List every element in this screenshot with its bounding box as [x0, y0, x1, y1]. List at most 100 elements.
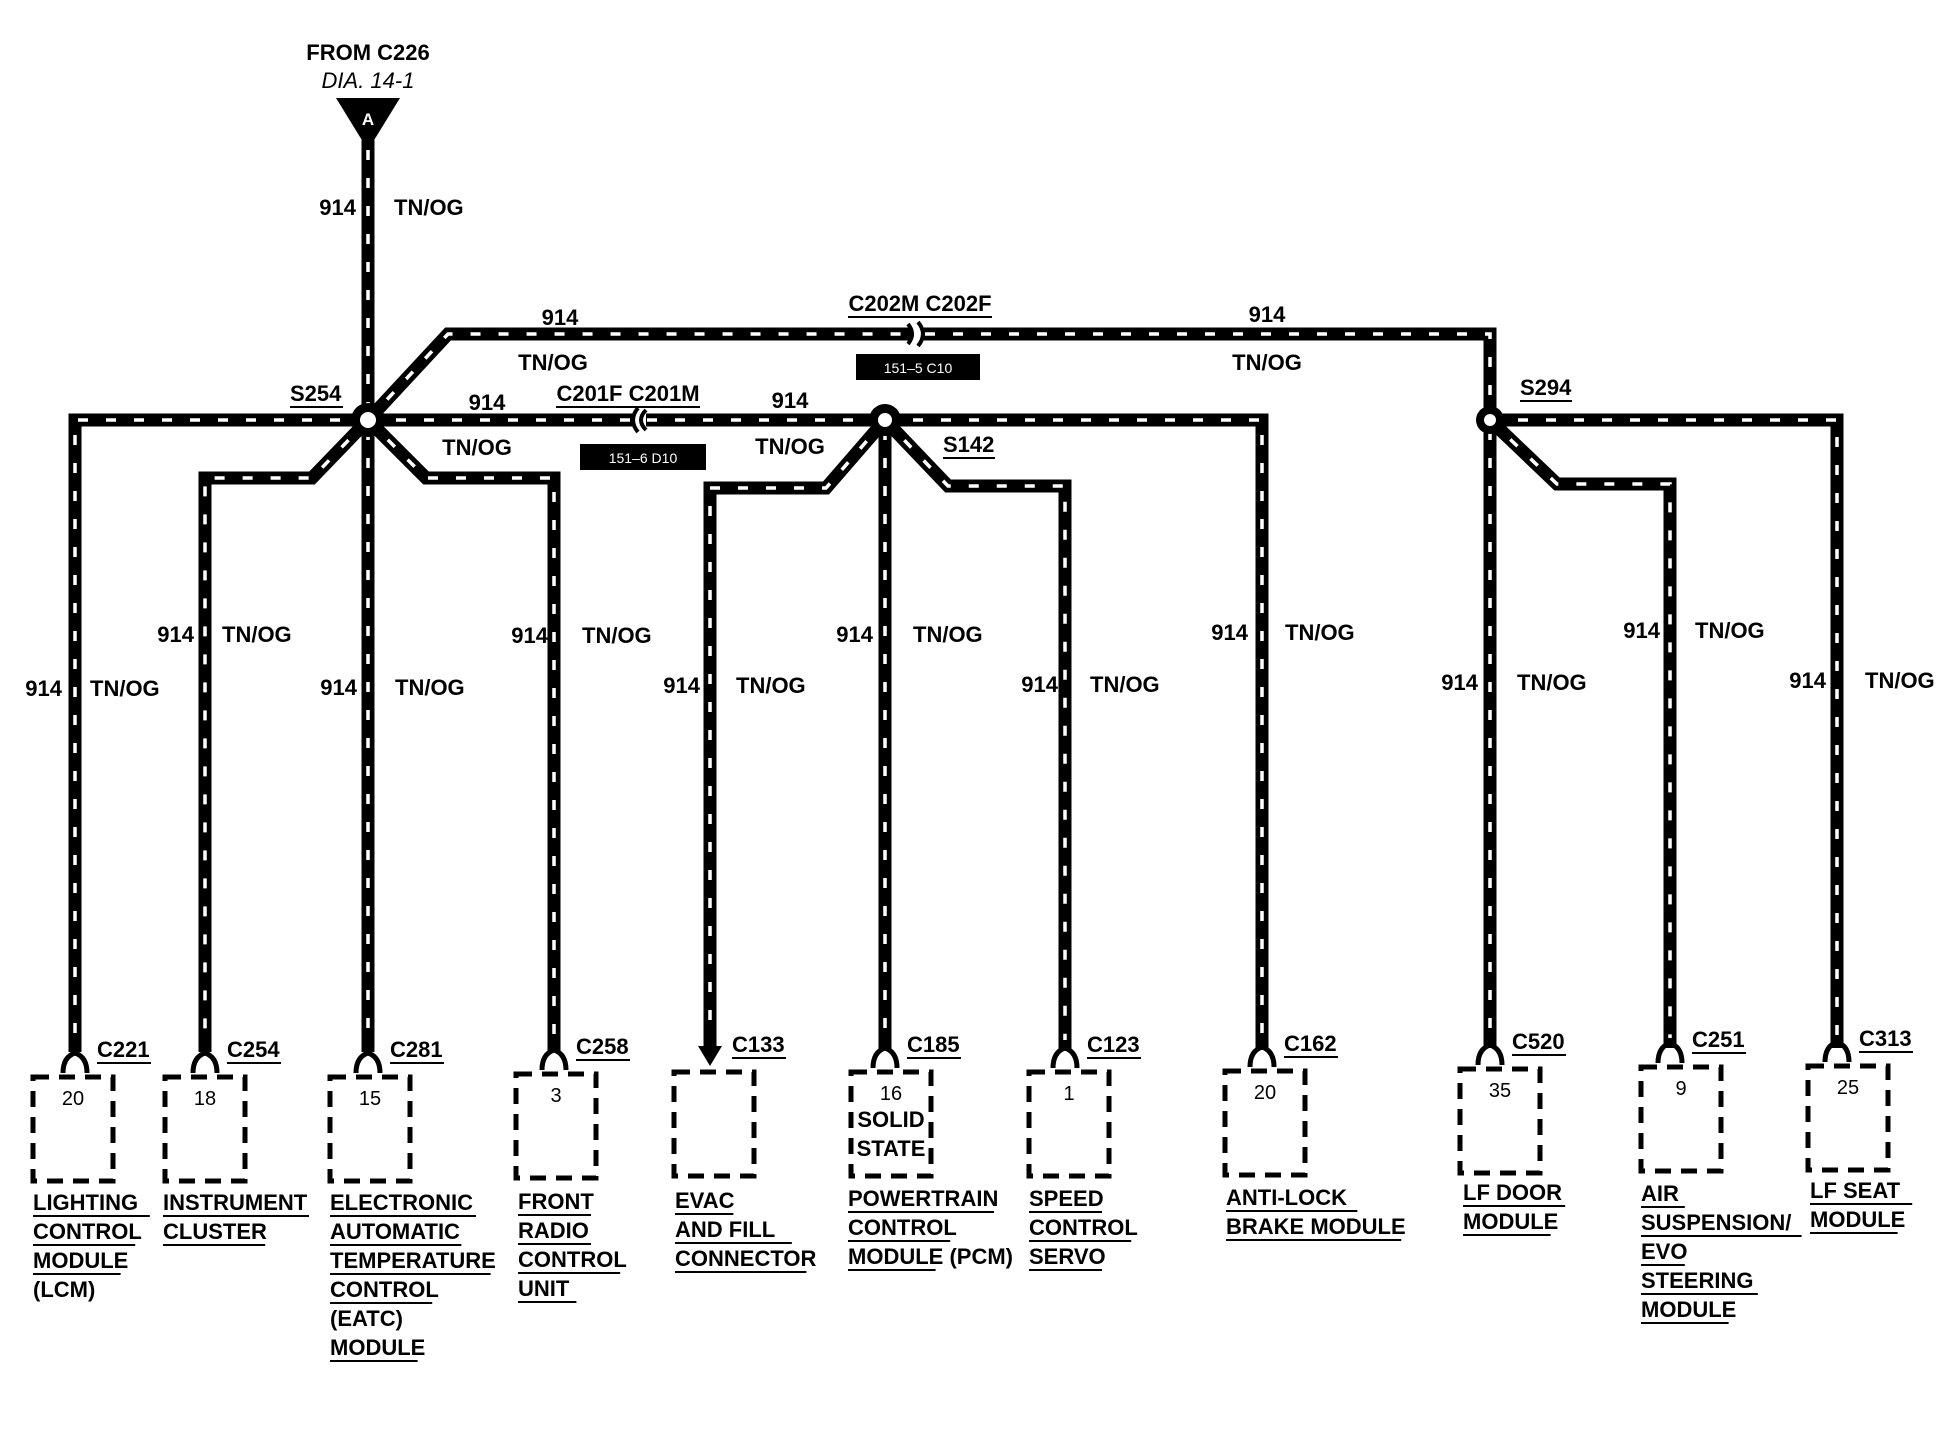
c254-circuit: 914: [157, 622, 194, 647]
component-name-line: MODULE: [33, 1248, 128, 1273]
component-name-line: MODULE: [1463, 1209, 1558, 1234]
component-box: [327, 1074, 413, 1184]
wire-c254: [198, 415, 373, 1052]
stripe-upper-bus: [366, 332, 912, 422]
stripe-upper-bus-right: [925, 332, 1492, 420]
splice-s254-label: S254: [290, 381, 342, 406]
c251-color: TN/OG: [1695, 618, 1765, 643]
component-name-line: ANTI-LOCK: [1226, 1185, 1347, 1210]
component-box: [1026, 1069, 1112, 1179]
pin-number: 18: [194, 1088, 216, 1110]
terminal-fork-icon: [1475, 1042, 1505, 1066]
pin-number: 25: [1837, 1077, 1859, 1099]
wire-c133: [703, 415, 890, 1050]
component-box: [671, 1069, 757, 1179]
c162-color: TN/OG: [1285, 620, 1355, 645]
component-name-line: SUSPENSION/: [1641, 1210, 1791, 1235]
stripe-c133: [708, 418, 887, 1035]
c185-color: TN/OG: [913, 622, 983, 647]
terminal-fork-icon: [870, 1045, 900, 1069]
component-name-line: LF SEAT: [1810, 1178, 1901, 1203]
terminal-fork-icon: [1655, 1040, 1685, 1064]
connector-id: C281: [390, 1037, 443, 1062]
stripe-c313: [1490, 418, 1839, 1038]
pin-number: 15: [359, 1088, 381, 1110]
component-box: [848, 1069, 934, 1179]
stripe-c221: [73, 418, 368, 1040]
component-name-line: TEMPERATURE: [330, 1248, 496, 1273]
component-name-line: UNIT: [518, 1276, 570, 1301]
stripe-c123: [883, 418, 1067, 1040]
pin-number: 16: [880, 1083, 902, 1105]
component-name-line: INSTRUMENT: [163, 1190, 308, 1215]
c221-color: TN/OG: [90, 676, 160, 701]
component-name-line: CONTROL: [330, 1277, 439, 1302]
connector-id: C221: [97, 1037, 150, 1062]
component-name-line: MODULE (PCM): [848, 1244, 1013, 1269]
component-name-line: SERVO: [1029, 1244, 1106, 1269]
component-name-line: EVAC: [675, 1188, 735, 1213]
s254-s142-right-color: TN/OG: [755, 434, 825, 459]
wire-upper-bus-right: [922, 327, 1497, 420]
splice-labels: S254 S142 S294: [290, 375, 1572, 459]
component-box: [1457, 1066, 1543, 1176]
component-name-line: CONTROL: [518, 1247, 627, 1272]
component-inner-text: SOLID: [857, 1107, 924, 1132]
c123-circuit: 914: [1021, 672, 1058, 697]
c281-color: TN/OG: [395, 675, 465, 700]
upper-bus-right-circuit: 914: [1249, 302, 1286, 327]
c133-color: TN/OG: [736, 673, 806, 698]
splice-s254-dot: [351, 403, 385, 437]
c520-color: TN/OG: [1517, 670, 1587, 695]
component-name-line: SPEED: [1029, 1186, 1104, 1211]
inline-connector-c202-symbol: [906, 320, 925, 348]
terminal-fork-icon: [353, 1050, 383, 1074]
terminal-fork-icon: [1247, 1044, 1277, 1068]
feed-color: TN/OG: [394, 195, 464, 220]
source-connector: A FROM C226 DIA. 14-1: [306, 40, 430, 150]
upper-bus-right-color: TN/OG: [1232, 350, 1302, 375]
component-c185: C18516SOLIDSTATEPOWERTRAINCONTROLMODULE …: [848, 1032, 1013, 1271]
component-name-line: RADIO: [518, 1218, 589, 1243]
component-box: [513, 1071, 599, 1181]
splice-s294-dot: [1476, 406, 1504, 434]
feed-circuit: 914: [319, 195, 356, 220]
c251-circuit: 914: [1623, 618, 1660, 643]
component-name-line: (EATC): [330, 1306, 403, 1331]
wire-c258: [363, 415, 561, 1052]
wire-stripes: [73, 150, 1839, 1040]
connector-id: C520: [1512, 1029, 1565, 1054]
upper-bus-color: TN/OG: [518, 350, 588, 375]
component-name-line: STEERING: [1641, 1268, 1753, 1293]
wire-c162: [885, 413, 1269, 1050]
component-box: [1638, 1064, 1724, 1174]
c202-label: C202M C202F: [848, 291, 991, 316]
terminal-arrow-icon: [698, 1046, 722, 1066]
c258-color: TN/OG: [582, 623, 652, 648]
stripe-c254: [203, 418, 370, 1040]
component-c281: C28115ELECTRONICAUTOMATICTEMPERATURECONT…: [327, 1037, 496, 1362]
c281-circuit: 914: [320, 675, 357, 700]
splice-s142-label: S142: [943, 432, 994, 457]
component-name-line: ELECTRONIC: [330, 1190, 473, 1215]
component-name-line: MODULE: [1641, 1297, 1736, 1322]
c201-tag: 151–6 D10: [609, 450, 678, 466]
component-inner-text: STATE: [857, 1136, 926, 1161]
inline-connector-labels: C202M C202F 151–5 C10 C201F C201M 151–6 …: [556, 291, 992, 470]
terminal-fork-icon: [60, 1050, 90, 1074]
c313-color: TN/OG: [1865, 668, 1935, 693]
pin-number: 3: [550, 1085, 561, 1107]
component-name-line: AND FILL: [675, 1217, 775, 1242]
terminal-fork-icon: [1822, 1039, 1852, 1063]
stripe-c162: [885, 418, 1264, 1040]
connector-id: C133: [732, 1032, 785, 1057]
terminal-fork-icon: [539, 1047, 569, 1071]
pin-number: 9: [1675, 1078, 1686, 1100]
source-letter: A: [362, 110, 374, 129]
splice-s294-label: S294: [1520, 375, 1572, 400]
